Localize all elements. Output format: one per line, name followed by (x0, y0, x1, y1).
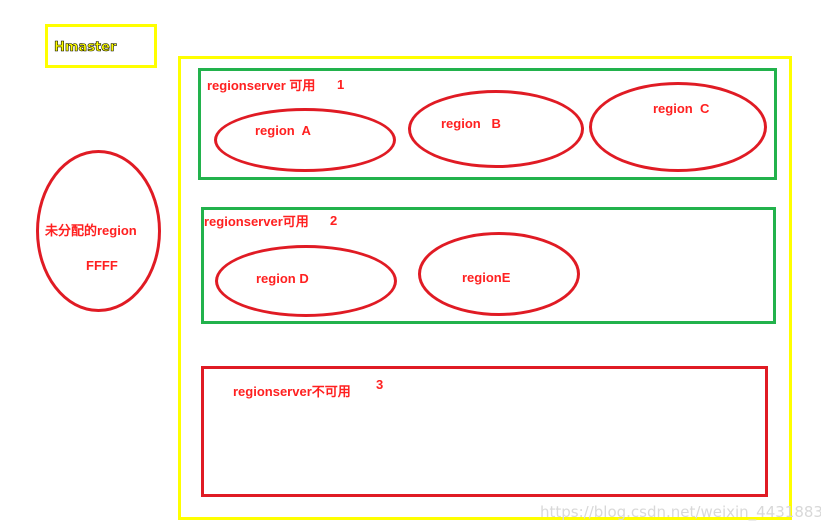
region-b-ellipse (408, 90, 584, 168)
regionserver-3-label: regionserver不可用 (233, 384, 351, 399)
region-c-label: region C (653, 101, 710, 116)
region-c-ellipse (589, 82, 767, 172)
unassigned-region-label: 未分配的region (45, 223, 137, 238)
region-a-label: region A (255, 123, 311, 138)
regionserver-2-number: 2 (330, 213, 338, 228)
unassigned-region-ellipse (36, 150, 161, 312)
regionserver-3-number: 3 (376, 377, 384, 392)
regionserver-3-box (201, 366, 768, 497)
region-e-label: regionE (462, 270, 511, 285)
hmaster-box: Hmaster (45, 24, 157, 68)
region-e-ellipse (418, 232, 580, 316)
unassigned-region-sub: FFFF (86, 258, 118, 273)
regionserver-2-box (201, 207, 776, 324)
regionserver-1-box (198, 68, 777, 180)
hmaster-label: Hmaster (54, 40, 117, 55)
region-b-label: region B (441, 116, 501, 131)
region-d-label: region D (256, 271, 309, 286)
watermark: https://blog.csdn.net/weixin_44318830 (540, 503, 821, 521)
region-d-ellipse (215, 245, 397, 317)
regionserver-1-label: regionserver 可用 (207, 78, 316, 93)
cluster-container (178, 56, 792, 520)
region-a-ellipse (214, 108, 396, 172)
regionserver-2-label: regionserver可用 (204, 214, 309, 229)
regionserver-1-number: 1 (337, 77, 345, 92)
